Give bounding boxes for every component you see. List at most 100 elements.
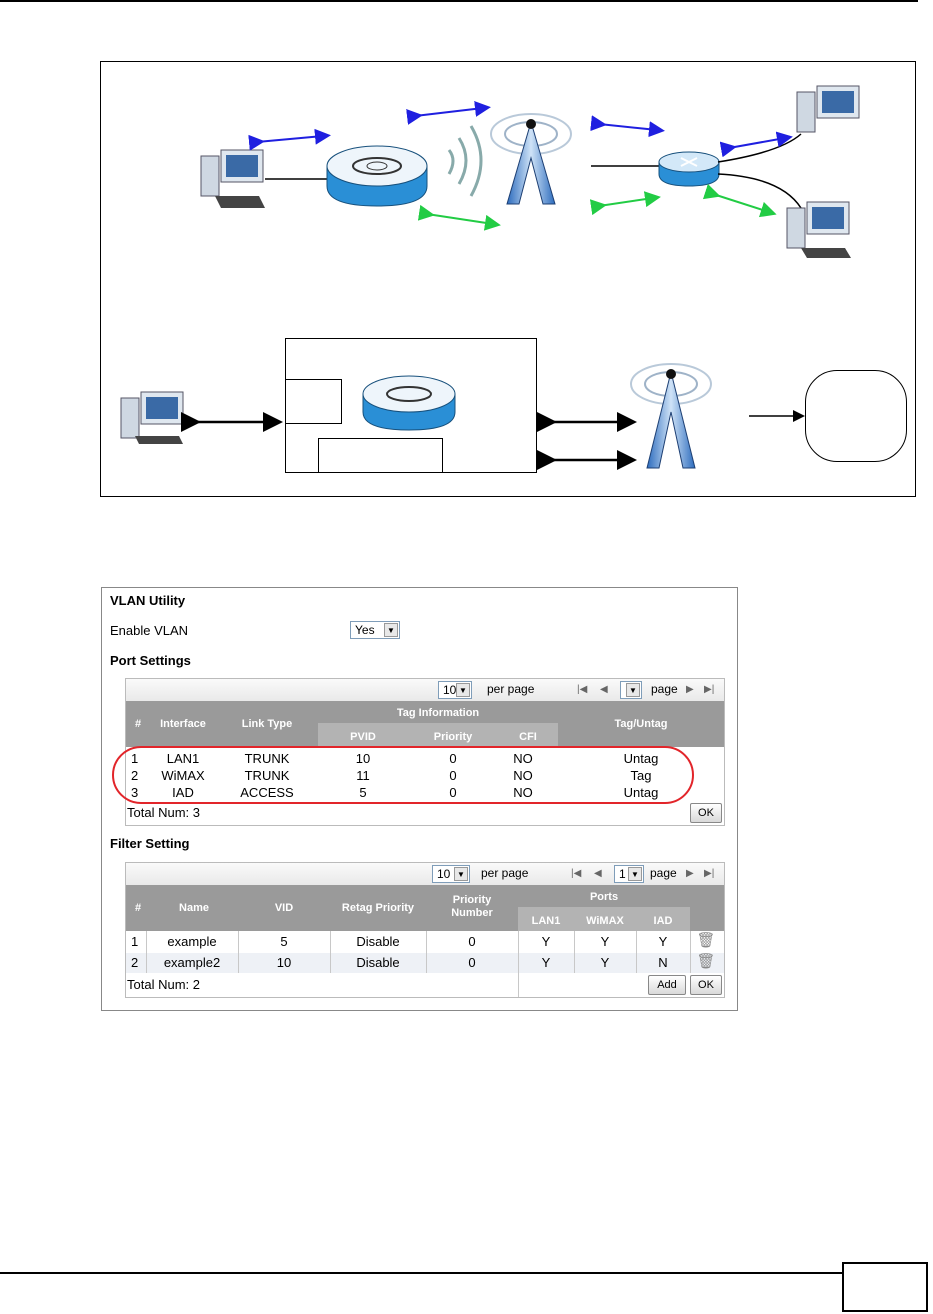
base-station-icon: [630, 363, 712, 469]
chevron-down-icon: ▼: [456, 683, 470, 697]
page-select[interactable]: 1 ▼: [614, 865, 644, 883]
header-priority-number: Priority: [452, 894, 492, 906]
ok-button[interactable]: OK: [690, 975, 722, 995]
header-pvid: PVID: [350, 731, 376, 743]
iad-device-box: [285, 338, 537, 473]
row-name: example: [167, 934, 217, 949]
add-button[interactable]: Add: [648, 975, 686, 995]
header-name: Name: [179, 902, 209, 914]
row-link-type: TRUNK: [244, 751, 290, 766]
chevron-down-icon: ▼: [454, 867, 468, 881]
row-priority: 0: [449, 785, 457, 800]
computer-icon: [796, 85, 860, 133]
port-settings-table: 10 ▼ per page |◀ ◀ ▼ page ▶ ▶| # Interfa…: [125, 678, 725, 826]
chevron-down-icon: ▼: [626, 683, 640, 697]
grid-line: [690, 931, 691, 973]
row-wimax: Y: [600, 934, 610, 949]
header-cfi: CFI: [519, 731, 537, 743]
page-select[interactable]: ▼: [620, 681, 642, 699]
header-num: #: [134, 718, 142, 730]
row-cfi: NO: [513, 768, 533, 783]
page-bottom-rule: [0, 1272, 842, 1274]
header-retag-priority: Retag Priority: [341, 902, 415, 914]
header-priority: Priority: [433, 731, 473, 743]
network-diagram: [100, 61, 916, 497]
iad-port-box: [318, 438, 443, 473]
page-label: page: [650, 866, 677, 880]
network-cloud-box: [805, 370, 907, 462]
per-page-select[interactable]: 10 ▼: [438, 681, 472, 699]
header-ports: Ports: [589, 891, 619, 903]
first-page-icon[interactable]: |◀: [571, 868, 582, 879]
per-page-label: per page: [481, 866, 529, 880]
ok-button[interactable]: OK: [690, 803, 722, 823]
next-page-icon[interactable]: ▶: [686, 868, 694, 879]
page-value: 1: [619, 867, 626, 881]
row-retag-priority: Disable: [356, 955, 400, 970]
port-settings-title: Port Settings: [110, 653, 191, 668]
row-vid: 5: [280, 934, 288, 949]
row-pvid: 5: [359, 785, 367, 800]
row-interface: LAN1: [166, 751, 200, 766]
vlan-utility-screen: VLAN Utility Enable VLAN Yes ▼ Port Sett…: [101, 587, 738, 1011]
prev-page-icon[interactable]: ◀: [594, 868, 602, 879]
header-num: #: [134, 902, 142, 914]
last-page-icon[interactable]: ▶|: [704, 868, 715, 879]
row-tag: Untag: [623, 751, 659, 766]
prev-page-icon[interactable]: ◀: [600, 684, 608, 695]
row-priority: 0: [449, 751, 457, 766]
row-interface: IAD: [172, 785, 194, 800]
header-wimax: WiMAX: [586, 915, 624, 927]
header-tag-untag: Tag/Untag: [614, 718, 668, 730]
row-link-type: TRUNK: [244, 768, 290, 783]
row-pvid: 11: [356, 768, 370, 783]
computer-icon: [200, 149, 265, 208]
chevron-down-icon: ▼: [384, 623, 398, 637]
base-station-icon: [490, 113, 572, 205]
row-pvid: 10: [355, 751, 371, 766]
header-iad: IAD: [653, 915, 673, 927]
next-page-icon[interactable]: ▶: [686, 684, 694, 695]
last-page-icon[interactable]: ▶|: [704, 684, 715, 695]
page-label: page: [651, 682, 678, 696]
total-num: Total Num: 2: [127, 977, 200, 992]
grid-line: [518, 931, 519, 997]
wimax-router-icon: [362, 375, 456, 431]
computer-icon: [120, 391, 184, 444]
page-number-box: [842, 1262, 928, 1312]
chevron-down-icon: ▼: [628, 867, 642, 881]
header-tag-information: Tag Information: [396, 707, 480, 719]
pager-bar: [126, 863, 724, 885]
row-tag: Tag: [630, 768, 652, 783]
per-page-select[interactable]: 10 ▼: [432, 865, 470, 883]
header-interface: Interface: [160, 718, 206, 730]
header-subrow: [518, 907, 690, 931]
first-page-icon[interactable]: |◀: [577, 684, 588, 695]
vlan-utility-title: VLAN Utility: [110, 593, 186, 608]
enable-vlan-label: Enable VLAN: [110, 623, 189, 638]
row-interface: WiMAX: [161, 768, 205, 783]
per-page-value: 10: [437, 867, 451, 881]
filter-setting-table: 10 ▼ per page |◀ ◀ 1 ▼ page ▶ ▶| # Name …: [125, 862, 725, 998]
grid-line: [146, 931, 147, 973]
wimax-router-icon: [326, 145, 428, 207]
diagram-drawing: [120, 85, 860, 470]
iad-port-box: [285, 379, 342, 424]
page-top-rule: [0, 0, 918, 2]
trash-icon[interactable]: 🗑: [696, 953, 716, 970]
enable-vlan-value: Yes: [355, 623, 375, 637]
row-cfi: NO: [513, 751, 533, 766]
trash-icon[interactable]: 🗑: [696, 932, 716, 949]
header-priority-number: Number: [451, 907, 493, 919]
row-tag: Untag: [623, 785, 659, 800]
row-vid: 10: [276, 955, 292, 970]
row-link-type: ACCESS: [240, 785, 294, 800]
enable-vlan-select[interactable]: Yes ▼: [350, 621, 400, 639]
grid-line: [330, 931, 331, 973]
row-cfi: NO: [513, 785, 533, 800]
row-lan1: Y: [541, 955, 551, 970]
row-priority-number: 0: [468, 955, 476, 970]
switch-icon: [658, 151, 720, 187]
row-retag-priority: Disable: [356, 934, 400, 949]
row-iad: Y: [658, 934, 668, 949]
